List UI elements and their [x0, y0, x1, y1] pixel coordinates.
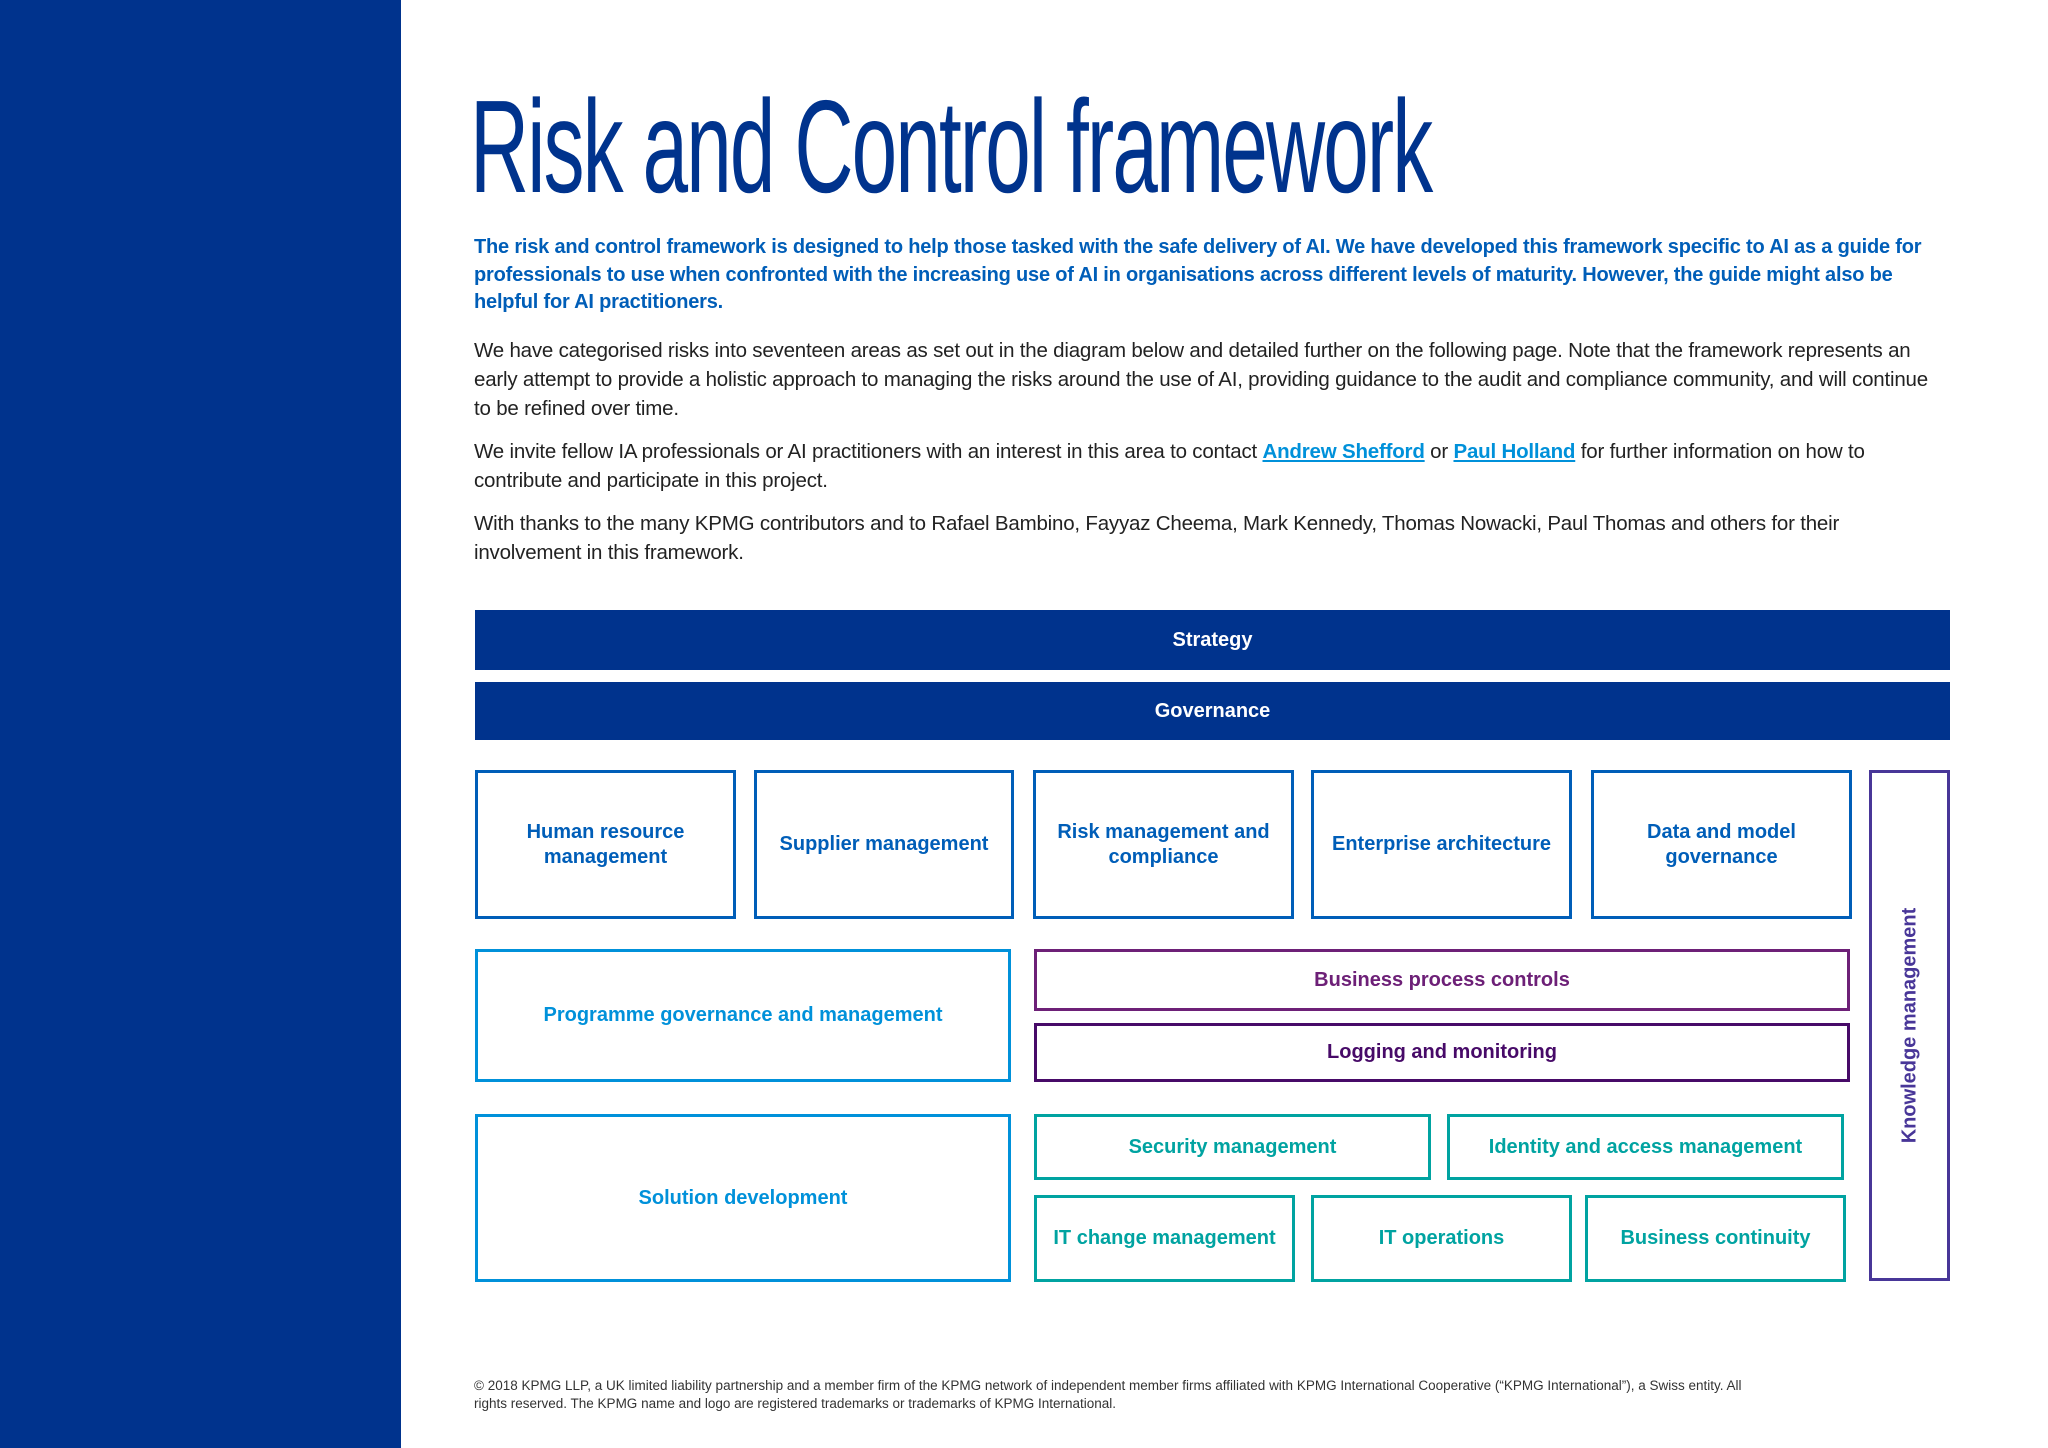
strategy-band: Strategy [475, 610, 1950, 670]
business-process-controls-box: Business process controls [1034, 949, 1850, 1011]
it-change-box: IT change management [1034, 1195, 1295, 1282]
governance-band: Governance [475, 682, 1950, 740]
identity-access-box: Identity and access management [1447, 1114, 1844, 1180]
andrew-shefford-link[interactable]: Andrew Shefford [1262, 440, 1425, 463]
body-paragraph: We have categorised risks into seventeen… [474, 339, 1928, 420]
text: for further information on how to contri… [474, 440, 1865, 492]
copyright-footer: © 2018 KPMG LLP, a UK limited liability … [474, 1378, 1742, 1411]
contact-paragraph: We invite fellow IA professionals or AI … [474, 437, 1949, 495]
text: or [1424, 440, 1454, 463]
security-management-box: Security management [1034, 1114, 1431, 1180]
intro-paragraph: The risk and control framework is design… [474, 236, 1922, 313]
knowledge-management-box: Knowledge management [1869, 770, 1950, 1281]
logging-monitoring-box: Logging and monitoring [1034, 1023, 1850, 1082]
supplier-box: Supplier management [754, 770, 1014, 919]
enterprise-architecture-box: Enterprise architecture [1311, 770, 1572, 919]
knowledge-label: Knowledge management [1898, 907, 1921, 1144]
it-operations-box: IT operations [1311, 1195, 1572, 1282]
programme-governance-box: Programme governance and management [475, 949, 1011, 1082]
data-model-governance-box: Data and model governance [1591, 770, 1852, 919]
sidebar-band [0, 0, 401, 1448]
text: We invite fellow IA professionals or AI … [474, 440, 1263, 463]
thanks-paragraph: With thanks to the many KPMG contributor… [474, 512, 1840, 564]
paul-holland-link[interactable]: Paul Holland [1453, 440, 1576, 463]
human-resource-box: Human resource management [475, 770, 736, 919]
business-continuity-box: Business continuity [1585, 1195, 1846, 1282]
solution-development-box: Solution development [475, 1114, 1011, 1282]
risk-compliance-box: Risk management and compliance [1033, 770, 1294, 919]
page-title: Risk and Control framework [470, 73, 1433, 220]
